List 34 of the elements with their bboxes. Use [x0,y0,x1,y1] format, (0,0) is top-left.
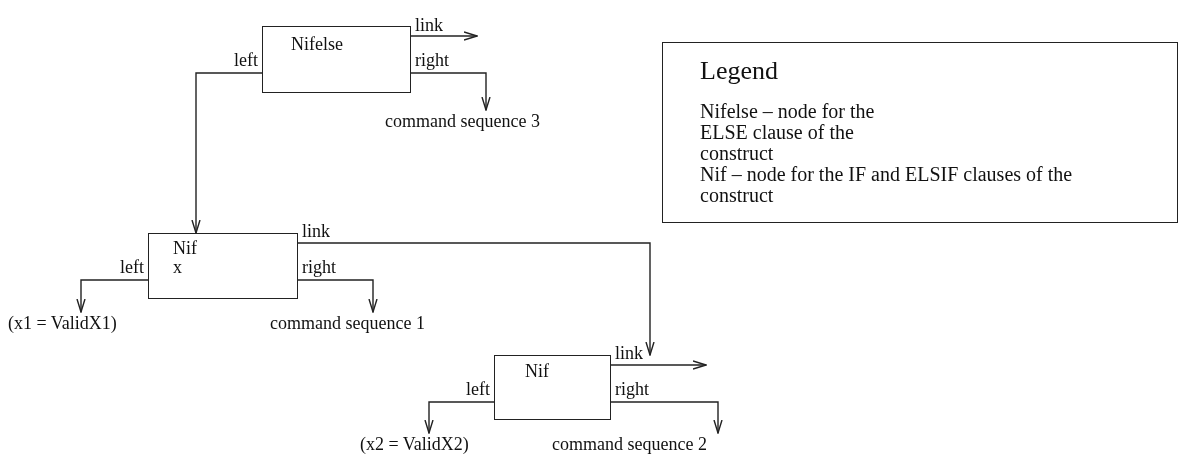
node-label: Nif [173,239,198,258]
connector-arrow [297,242,655,356]
connector-arrow [610,401,723,434]
connector-arrow [610,360,707,370]
connector-arrow [191,72,263,234]
node-label: Nif [525,362,550,381]
edge-label: left [120,257,144,277]
node-label: x [173,257,183,277]
edge-label: link [302,221,330,241]
node-box [494,355,611,420]
connector-arrow [424,401,495,434]
connector-arrow [410,31,478,41]
legend-box [662,42,1178,223]
node-label: Nifelse [291,35,344,54]
edge-label: link [615,343,643,363]
edge-label: left [234,50,258,70]
target-label: (x2 = ValidX2) [360,433,469,455]
target-label: command sequence 1 [270,312,425,334]
legend-entry: Nif – node for the IF and ELSIF clauses of the construct [700,164,1074,206]
connector-arrow [410,72,491,111]
edge-label: right [415,50,449,70]
target-label: (x1 = ValidX1) [8,312,117,334]
edge-label: right [615,379,649,399]
legend-title: Legend [700,55,779,87]
node-box [262,26,411,93]
edge-label: left [466,379,490,399]
edge-label: right [302,257,336,277]
node-box [148,233,298,299]
connector-arrow [76,279,149,313]
target-label: command sequence 3 [385,110,540,132]
legend-entry: Nifelse – node for the ELSE clause of the construct [700,101,876,164]
connector-arrow [297,279,378,313]
edge-label: link [415,15,443,35]
target-label: command sequence 2 [552,433,707,455]
